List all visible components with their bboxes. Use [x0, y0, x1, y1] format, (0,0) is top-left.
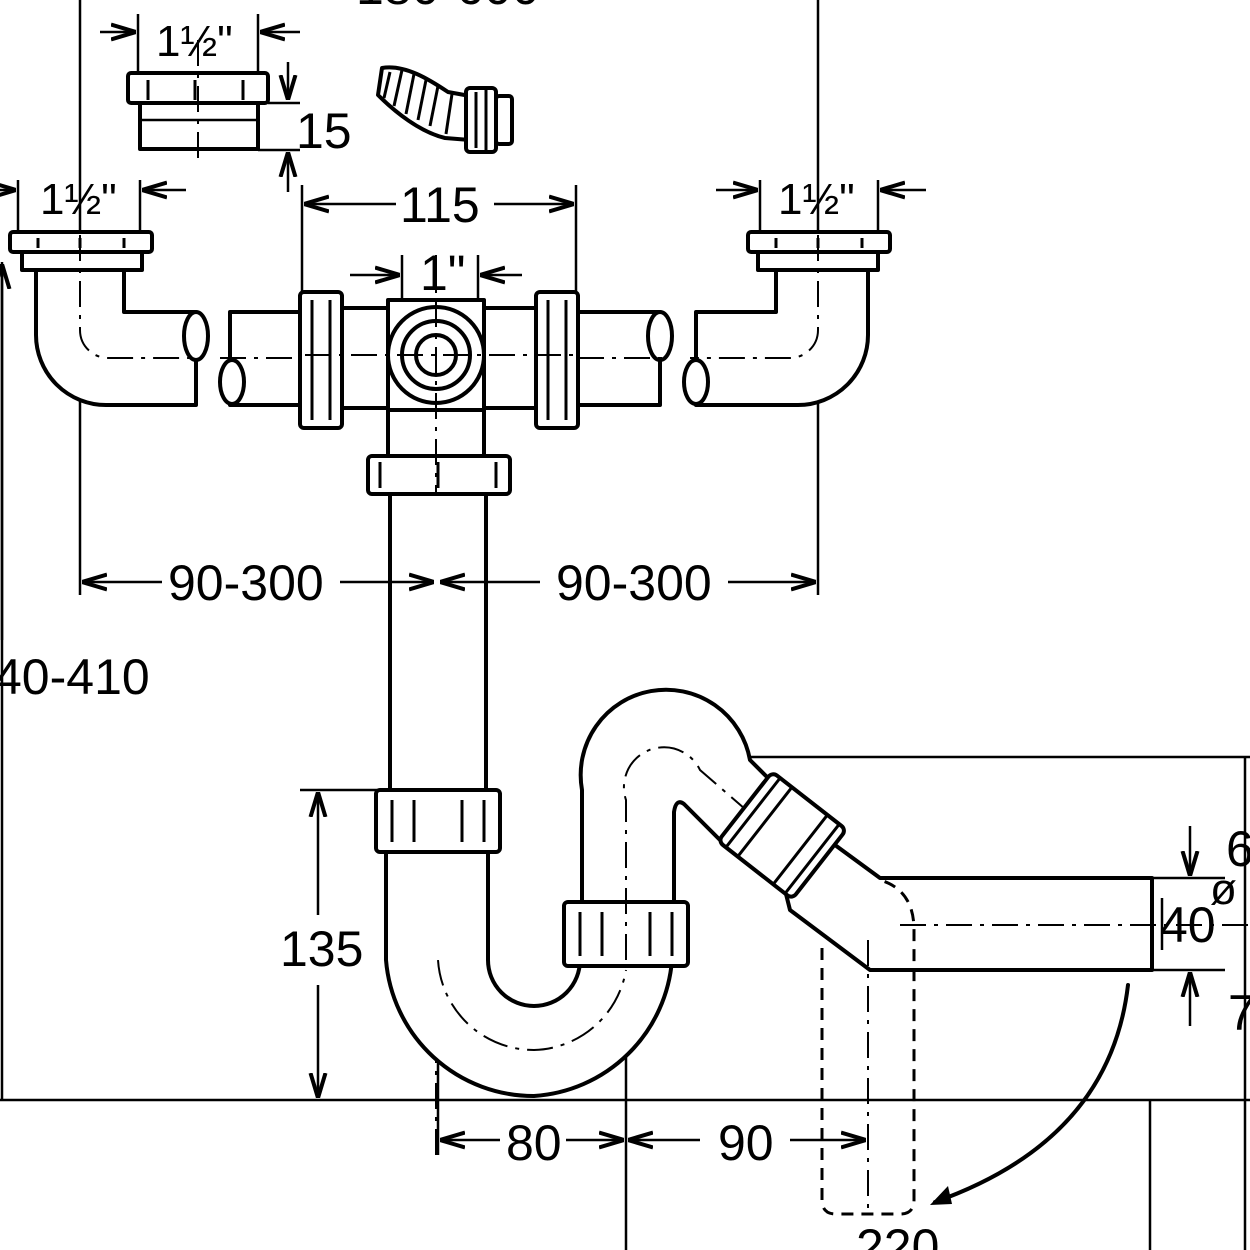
left-inlet-elbow: [8, 230, 210, 407]
right-horizontal-pipe: [576, 310, 674, 407]
dimension-lines: [0, 32, 1190, 1140]
dim-depth-15: 15: [296, 103, 352, 159]
dim-bottom-220: 220: [856, 1219, 939, 1250]
hose-fitting: [376, 65, 514, 154]
dim-span-115: 115: [400, 177, 480, 233]
dim-outlet-diameter: 40: [1160, 897, 1216, 953]
dim-connector-1in: 1": [420, 245, 466, 301]
dim-offset-90: 90: [718, 1115, 774, 1171]
s-trap-body: [384, 687, 851, 1099]
dim-reach-right: 90-300: [556, 555, 712, 611]
right-inlet-elbow: [682, 230, 892, 407]
dim-diameter-symbol: ø: [1210, 865, 1237, 914]
vertical-drop-pipe: [374, 492, 502, 854]
dim-outlet-rise-7: 7: [1228, 985, 1250, 1041]
dim-top-overall: 180-600: [356, 0, 540, 15]
thread-adapter: [126, 40, 270, 165]
dim-thread-small-top: 1½": [156, 17, 233, 66]
dim-height-overall: 40-410: [0, 649, 150, 705]
dim-outlet-drop-6: 6: [1226, 821, 1250, 877]
dim-thread-left: 1½": [40, 175, 117, 224]
outlet-assembly: [718, 772, 1250, 1216]
dim-thread-right: 1½": [778, 175, 855, 224]
dim-reach-left: 90-300: [168, 555, 324, 611]
dim-height-trap: 135: [280, 921, 363, 977]
dim-offset-80: 80: [506, 1115, 562, 1171]
left-horizontal-pipe: [218, 310, 312, 407]
